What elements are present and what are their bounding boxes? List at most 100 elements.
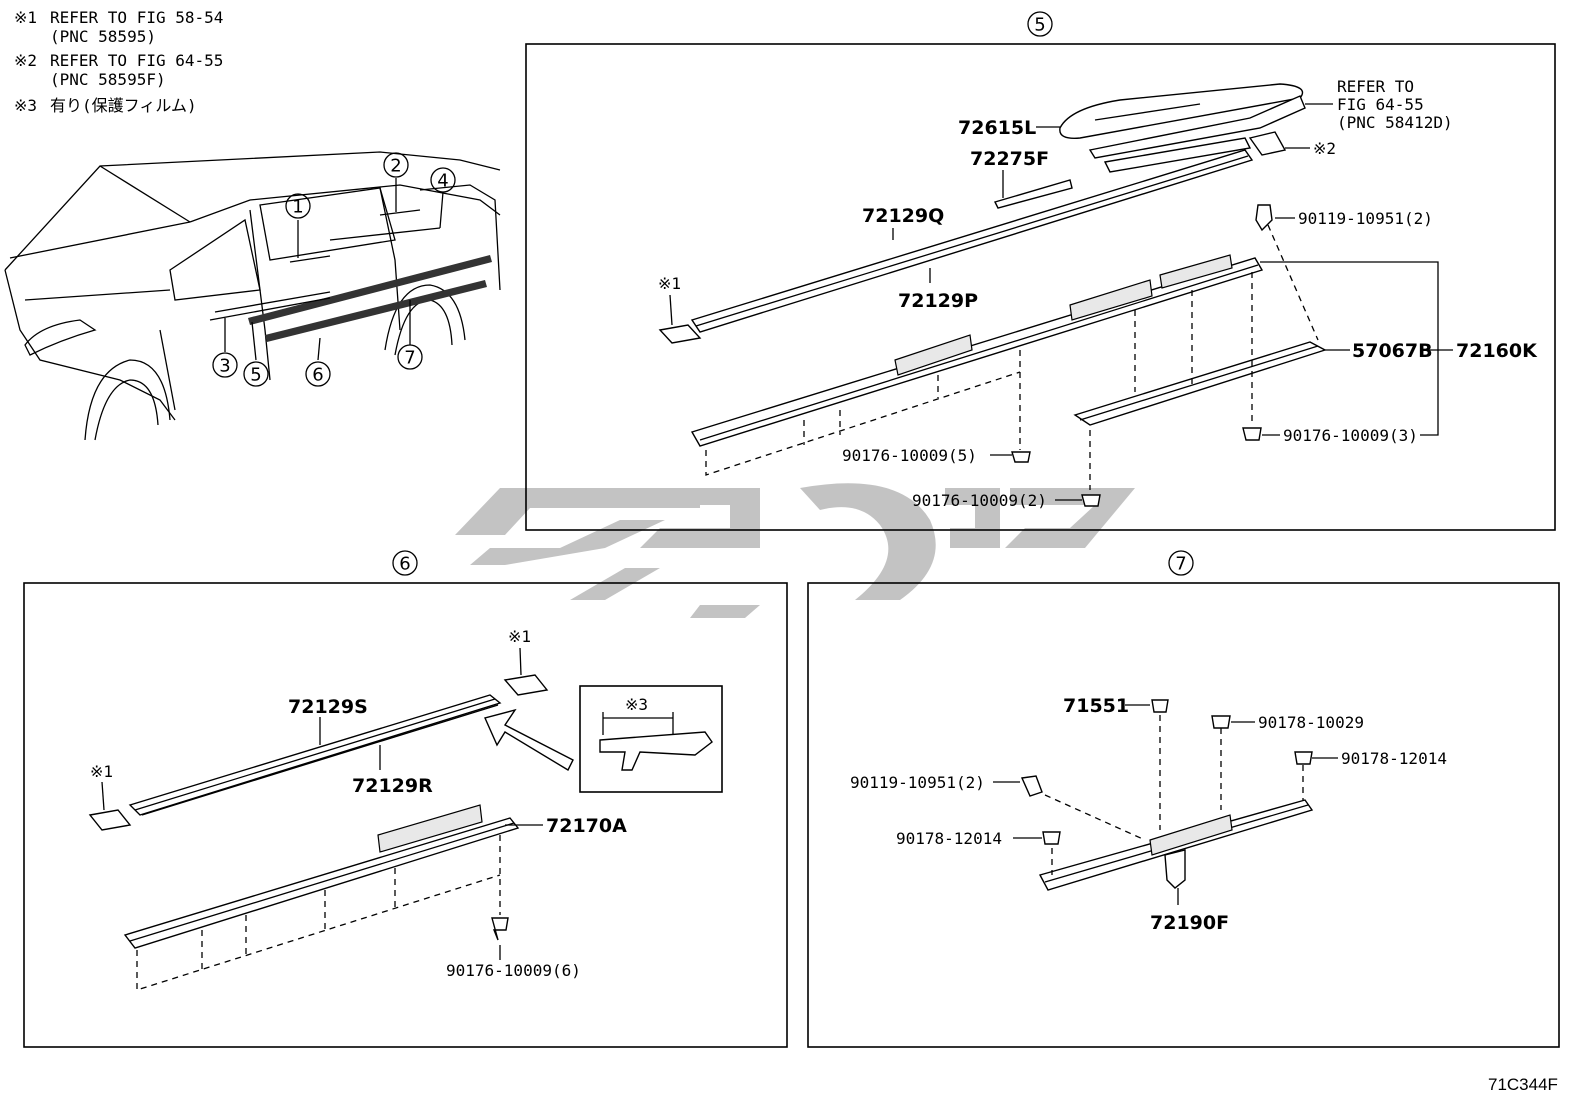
molding-strip-upper	[248, 255, 492, 325]
note-3-line1: 有り(保護フィルム)	[50, 96, 197, 115]
label-90119-s5: 90119-10951(2)	[1298, 209, 1433, 228]
figure-code: 71C344F	[1488, 1075, 1558, 1094]
note-3-mark: ※3	[14, 96, 37, 115]
callout-circle-3	[212, 352, 238, 378]
nut-71551	[1151, 699, 1169, 713]
clip-mark2	[1248, 131, 1287, 156]
bolt-90119	[1255, 204, 1273, 232]
label-90178-10029: 90178-10029	[1258, 713, 1364, 732]
label-72129Q: 72129Q	[862, 205, 944, 227]
nut-90178-12014-r	[1294, 751, 1313, 765]
section-7-frame	[807, 582, 1560, 1048]
section-7-circle	[1168, 550, 1194, 576]
overview-callouts: 1 2 3 4 5 6 7	[212, 152, 456, 387]
section-7: 7 72190F 71551 90178-10029 90178-12014 9…	[807, 550, 1560, 1048]
section-6-frame	[23, 582, 788, 1048]
bracket-upper	[1088, 95, 1306, 159]
refer-line2: FIG 64-55	[1337, 95, 1424, 114]
label-72615L: 72615L	[958, 117, 1036, 139]
clip-90176-5	[1011, 451, 1031, 463]
detail-box	[579, 685, 723, 793]
section-5-title: 5	[1034, 15, 1045, 36]
clip-90176-6	[491, 917, 509, 941]
label-90176-5: 90176-10009(5)	[842, 446, 977, 465]
callout-circle-6	[305, 361, 331, 387]
note-2-line1: REFER TO FIG 64-55	[50, 51, 223, 70]
mark-2: ※2	[1313, 139, 1336, 158]
rail-lower	[690, 257, 1264, 447]
callout-1: 1	[292, 197, 303, 218]
bracket-57067B	[1073, 341, 1327, 426]
note-1-mark: ※1	[14, 8, 37, 27]
clip-90176-3	[1242, 427, 1262, 441]
watermark-logo	[455, 483, 1135, 618]
s6-mark1-left: ※1	[90, 762, 113, 781]
label-57067B: 57067B	[1352, 340, 1433, 362]
callout-4: 4	[437, 171, 448, 192]
label-71551: 71551	[1063, 695, 1129, 717]
molding-strip-lower	[265, 280, 487, 342]
detail-section	[599, 731, 713, 771]
clip-mark1	[658, 324, 702, 344]
label-72129P: 72129P	[898, 290, 978, 312]
label-90176-2: 90176-10009(2)	[912, 491, 1047, 510]
rail-72190F-stay	[1164, 849, 1186, 889]
callout-6: 6	[312, 365, 323, 386]
section-6-title: 6	[399, 554, 410, 575]
label-72129S: 72129S	[288, 696, 368, 718]
clip-mark1-left	[88, 809, 132, 831]
label-90178-12014-l: 90178-12014	[896, 829, 1002, 848]
vehicle-overview	[4, 151, 501, 441]
rail-bracket-right	[1159, 254, 1233, 289]
clip-mark1-top	[503, 674, 549, 696]
section-5-frame	[525, 43, 1556, 531]
callout-circle-4	[430, 167, 456, 193]
mark-1: ※1	[658, 274, 681, 293]
s6-mark1-top: ※1	[508, 627, 531, 646]
notes-block: ※1 REFER TO FIG 58-54 (PNC 58595) ※2 REF…	[14, 8, 223, 115]
section-5: 5 72615L REFER TO FIG 64-55 (PNC 58412D)…	[525, 11, 1556, 531]
nut-90178-10029	[1211, 715, 1231, 729]
label-72170A: 72170A	[546, 815, 627, 837]
callout-2: 2	[390, 156, 401, 177]
label-72275F: 72275F	[970, 148, 1049, 170]
label-90178-12014-r: 90178-12014	[1341, 749, 1447, 768]
s6-mark3: ※3	[625, 695, 648, 714]
callout-3: 3	[219, 356, 230, 377]
note-1-line1: REFER TO FIG 58-54	[50, 8, 223, 27]
section-5-circle	[1027, 11, 1053, 37]
section-6-circle	[392, 550, 418, 576]
arrow-detail	[484, 708, 574, 771]
note-2-line2: (PNC 58595F)	[50, 70, 166, 89]
label-72129R: 72129R	[352, 775, 433, 797]
rail-72170A-bracket	[377, 804, 483, 853]
callout-circle-2	[383, 152, 409, 178]
rail-72170A	[123, 817, 520, 949]
rail-bracket-mid	[1069, 279, 1153, 321]
nut-90178-12014-l	[1042, 831, 1061, 845]
callout-circle-5	[243, 361, 269, 387]
strip-upper	[1103, 137, 1252, 173]
label-90176-6: 90176-10009(6)	[446, 961, 581, 980]
clip-90176-2	[1081, 494, 1101, 507]
rail-bracket-left	[894, 334, 973, 376]
refer-line3: (PNC 58412D)	[1337, 113, 1453, 132]
rail-72190F-bracket	[1149, 814, 1233, 856]
callout-7: 7	[404, 348, 415, 369]
section-7-title: 7	[1175, 554, 1186, 575]
bolt-90119-s7	[1020, 775, 1043, 797]
note-2-mark: ※2	[14, 51, 37, 70]
note-1-line2: (PNC 58595)	[50, 27, 156, 46]
molding-72615L	[1059, 83, 1304, 139]
label-72160K: 72160K	[1456, 340, 1538, 362]
label-72190F: 72190F	[1150, 912, 1229, 934]
callout-5: 5	[250, 365, 261, 386]
callout-circle-7	[397, 344, 423, 370]
label-90176-3: 90176-10009(3)	[1283, 426, 1418, 445]
label-90119-s7: 90119-10951(2)	[850, 773, 985, 792]
clip-72275F	[993, 179, 1073, 209]
section-6: 6 72129S 72129R ※1 ※1 ※3 72170A	[23, 550, 788, 1048]
callout-circle-1	[285, 193, 311, 219]
refer-line1: REFER TO	[1337, 77, 1414, 96]
